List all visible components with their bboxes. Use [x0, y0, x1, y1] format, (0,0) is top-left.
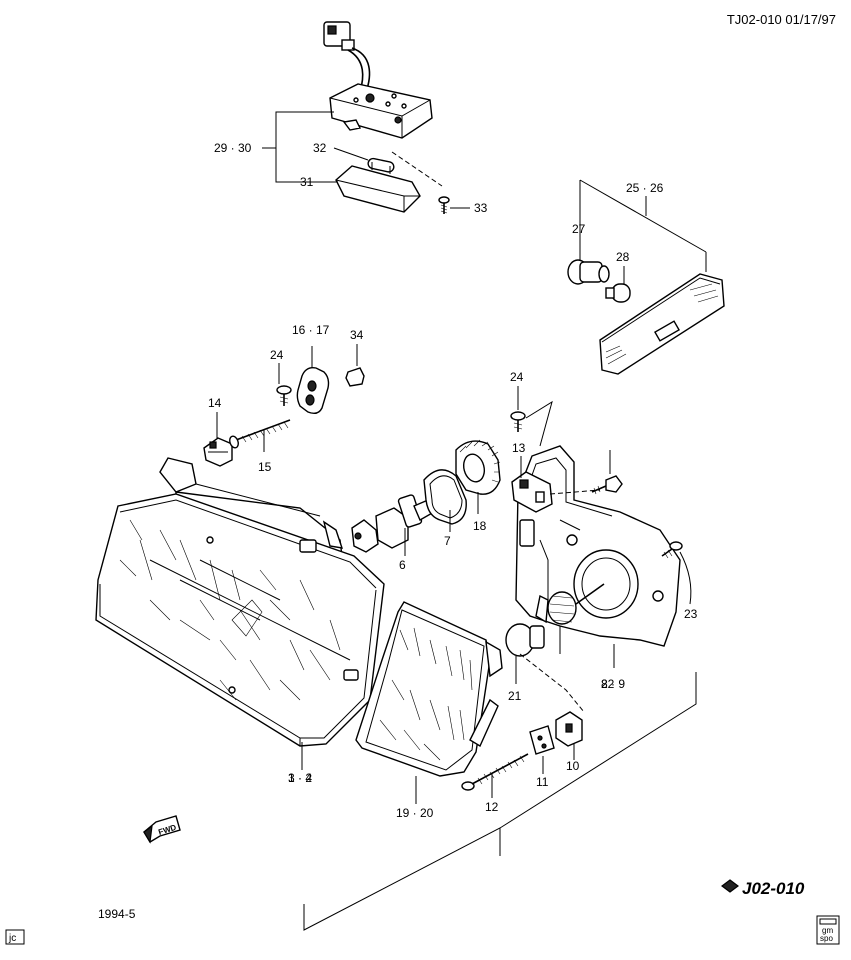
corner-tag: jc [5, 929, 25, 945]
lamp-housing-29-30 [329, 83, 433, 139]
callout-8-9: 22 [601, 677, 615, 691]
nut-34 [345, 367, 365, 387]
bolt-12 [461, 753, 529, 791]
callout-5: 6 [399, 558, 406, 572]
callout-3-4: 1 · 2 [288, 771, 312, 785]
callout-14: 14 [208, 396, 222, 410]
bracket-25-26 [579, 179, 707, 253]
corner-tag-text: jc [8, 933, 16, 944]
screw-24-top [276, 385, 292, 406]
callout-28: 28 [616, 250, 630, 264]
callout-24-mid: 24 [510, 370, 524, 384]
bolt-18 [591, 475, 623, 495]
headlamp-3-4 [95, 457, 385, 747]
callout-24-top: 24 [270, 348, 284, 362]
side-marker-lens [599, 273, 725, 375]
bulb-32 [367, 157, 395, 174]
callout-29-30: 29 · 30 [214, 141, 252, 155]
leader-13-dashed [549, 489, 601, 495]
callout-32: 32 [313, 141, 327, 155]
callout-19-20: 19 · 20 [396, 806, 434, 820]
screw-23 [661, 541, 683, 559]
plate-11 [529, 725, 555, 755]
park-lamp-19-20 [355, 601, 503, 777]
leader-23 [679, 551, 692, 605]
connector-13 [511, 471, 553, 513]
logo-bottom-text: spo [820, 934, 833, 943]
socket-27 [567, 259, 610, 285]
callout-12: 12 [485, 800, 499, 814]
callout-21: 21 [508, 689, 522, 703]
callout-7: 18 [473, 519, 487, 533]
diagram-code: J02-010 [721, 879, 805, 898]
callout-8-9: 8 · 9 [601, 677, 625, 691]
adjuster-14 [203, 437, 233, 467]
callout-16-17: 16 · 17 [292, 323, 330, 337]
gm-spo-logo: gm spo [816, 915, 840, 945]
diagram-reference: TJ02-010 01/17/97 [727, 12, 836, 27]
grommet-16-17 [296, 366, 330, 415]
retaining-ring-7 [455, 439, 501, 495]
callout-25-26: 25 · 26 [626, 181, 664, 195]
adjust-screw-15 [229, 419, 291, 449]
callout-34: 34 [350, 328, 364, 342]
bulb-5 [351, 494, 435, 553]
footer-date: 1994-5 [98, 907, 136, 921]
bulb-21 [505, 623, 545, 657]
callout-11: 11 [536, 775, 549, 789]
callout-3-4: 3 · 4 [288, 771, 312, 785]
callout-13: 13 [512, 441, 526, 455]
seal-6 [423, 469, 467, 525]
callout-10: 10 [566, 759, 580, 773]
clip-10 [555, 711, 583, 747]
leader-24-mid [525, 400, 553, 447]
screw-33 [438, 196, 450, 214]
socket-22 [535, 583, 605, 625]
callout-31: 31 [300, 175, 314, 189]
leader-10-dashed [519, 653, 585, 713]
callout-6: 7 [444, 534, 451, 548]
callout-27: 27 [572, 222, 586, 236]
callout-15: 15 [258, 460, 272, 474]
bracket-29-31 [275, 111, 336, 183]
callout-23: 23 [684, 607, 698, 621]
diagram-code-text: J02-010 [742, 879, 805, 898]
callout-33: 33 [474, 201, 488, 215]
lens-31 [335, 165, 421, 213]
bulb-28 [605, 283, 631, 303]
screw-24-mid [510, 411, 526, 432]
leader-33-dashed [391, 151, 443, 187]
logo-top-text: gm [822, 926, 833, 935]
